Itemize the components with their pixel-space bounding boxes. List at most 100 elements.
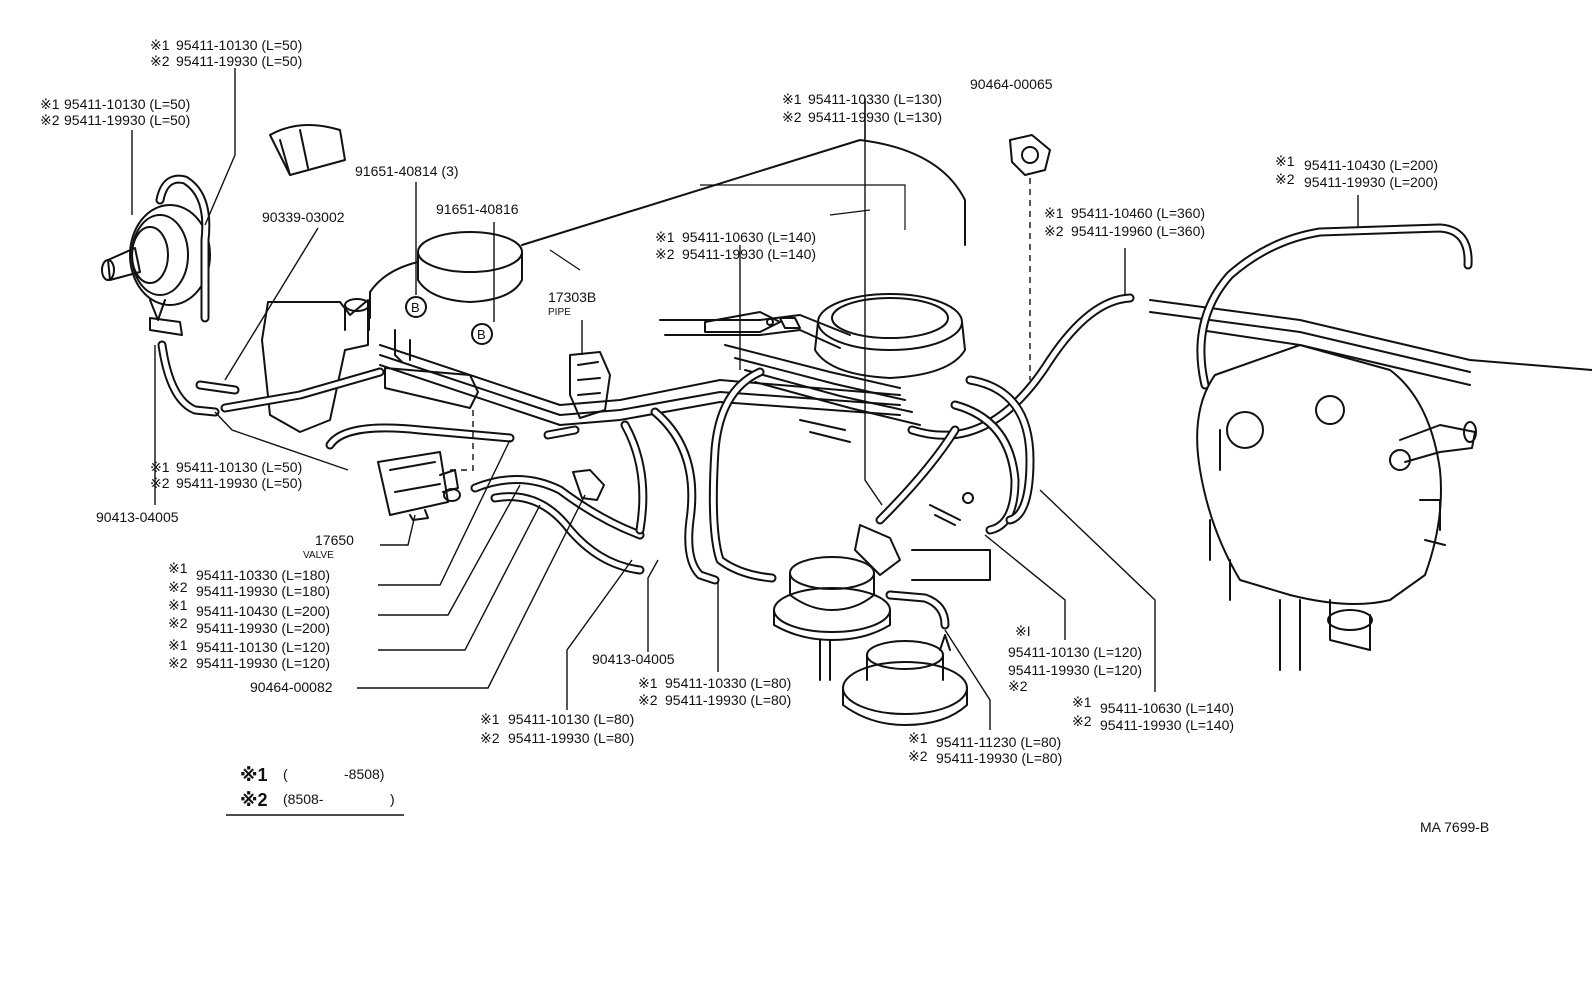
note-mark-2: ※2 <box>168 615 188 631</box>
callout-part-number: 95411-19930 (L=180) <box>196 583 330 599</box>
hose-l80-a <box>620 420 648 535</box>
callout-part-number: 95411-10130 (L=120) <box>1008 644 1142 660</box>
intake-manifold <box>379 311 921 426</box>
note-mark-2: ※2 <box>638 692 658 708</box>
note-mark-1: ※1 <box>150 459 170 475</box>
note-mark-1: ※1 <box>40 96 60 112</box>
callout-90413-04005-mid: 90413-04005 <box>592 651 675 667</box>
left-housing-block <box>261 298 370 433</box>
callout-part-number: 95411-19930 (L=50) <box>176 475 302 491</box>
note-mark-1-script: ※I <box>1015 623 1031 639</box>
vacuum-hoses <box>155 174 1473 630</box>
note-mark-2: ※2 <box>480 730 500 746</box>
callout-part-number: 95411-19930 (L=50) <box>64 112 190 128</box>
b-marker-right: B <box>471 323 493 345</box>
callout-part-number: 95411-19960 (L=360) <box>1071 223 1205 239</box>
callout-part-number: 95411-19930 (L=80) <box>665 692 791 708</box>
callout-part-number: 95411-10630 (L=140) <box>682 229 816 245</box>
note-mark-1: ※1 <box>1072 694 1092 710</box>
callout-part-number: 95411-19930 (L=200) <box>196 620 330 636</box>
note-mark-2: ※2 <box>908 748 928 764</box>
vacuum-modulator <box>101 124 346 321</box>
callout-90464-00065: 90464-00065 <box>970 76 1053 92</box>
callout-l200-a: ※1 95411-10430 (L=200) ※2 95411-19930 (L… <box>1275 153 1438 190</box>
callout-l80-c: ※1 95411-11230 (L=80) ※2 95411-19930 (L=… <box>908 730 1062 766</box>
callout-l140-a: ※1 95411-10630 (L=140) ※2 95411-19930 (L… <box>655 229 816 262</box>
leader-lines <box>131 68 1359 730</box>
callout-pipe-label: PIPE <box>548 307 571 318</box>
legend-mark-1: ※1 <box>240 765 268 785</box>
callout-l360: ※1 95411-10460 (L=360) ※2 95411-19960 (L… <box>1044 205 1205 239</box>
diaphragm-actuator-2 <box>842 634 968 726</box>
callout-part-number: 95411-19930 (L=120) <box>196 655 330 671</box>
note-mark-2: ※2 <box>150 475 170 491</box>
note-mark-2: ※2 <box>1275 171 1295 187</box>
hose-pipe-lines <box>195 367 580 440</box>
note-mark-2: ※2 <box>150 53 170 69</box>
callout-part-number: 95411-10330 (L=180) <box>196 567 330 583</box>
hose-l80-c <box>885 590 950 630</box>
note-mark-1: ※1 <box>638 675 658 691</box>
callout-l130: ※1 95411-10330 (L=130) ※2 95411-19930 (L… <box>782 91 942 125</box>
callout-part-number: 95411-10130 (L=80) <box>508 711 634 727</box>
callout-part-number: 95411-19930 (L=200) <box>1304 174 1438 190</box>
note-mark-1: ※1 <box>150 37 170 53</box>
hose-clip-mid <box>572 469 605 501</box>
callout-part-number: 95411-19930 (L=130) <box>808 109 942 125</box>
legend-row2-range: (8508- <box>283 791 324 807</box>
callout-91651-40816: 91651-40816 <box>436 201 519 217</box>
callout-part-number: 95411-10130 (L=50) <box>176 459 302 475</box>
b-marker-right-label: B <box>477 327 486 342</box>
hose-l200-top-right <box>1196 223 1473 390</box>
hose-l50-left-lower <box>157 340 220 417</box>
callout-top-left: ※1 95411-10130 (L=50) ※2 95411-19930 (L=… <box>150 37 302 69</box>
note-mark-2: ※2 <box>168 579 188 595</box>
callout-part-number: 95411-10330 (L=80) <box>665 675 791 691</box>
legend-row1-open: ( <box>283 766 288 782</box>
figure-id: MA 7699-B <box>1420 819 1489 835</box>
hose-l120-right <box>950 400 1020 535</box>
diaphragm-actuator-1 <box>773 556 891 681</box>
callout-17650: 17650 <box>315 532 354 548</box>
callout-part-number: 95411-10460 (L=360) <box>1071 205 1205 221</box>
note-mark-1: ※1 <box>168 597 188 613</box>
callout-part-number: 95411-10130 (L=120) <box>196 639 330 655</box>
hose-l130 <box>875 425 960 525</box>
note-mark-1: ※1 <box>1044 205 1064 221</box>
legend-mark-2: ※2 <box>240 790 268 810</box>
note-mark-2: ※2 <box>655 246 675 262</box>
hose-l80-b <box>650 407 720 585</box>
hose-l200-lower <box>470 475 645 540</box>
callout-part-number: 95411-10430 (L=200) <box>1304 157 1438 173</box>
engine-linework <box>101 124 1592 726</box>
small-fittings <box>149 317 991 581</box>
legend-row1-range: -8508) <box>344 766 384 782</box>
callout-90464-00082: 90464-00082 <box>250 679 333 695</box>
callout-valve-label: VALVE <box>303 550 334 561</box>
callout-90339-03002: 90339-03002 <box>262 209 345 225</box>
callout-l120-a: ※I 95411-10130 (L=120) 95411-19930 (L=12… <box>1008 623 1142 694</box>
callout-part-number: 95411-10130 (L=50) <box>176 37 302 53</box>
note-mark-1: ※1 <box>782 91 802 107</box>
callout-part-number: 95411-10330 (L=130) <box>808 91 942 107</box>
callout-l80-a: ※1 95411-10130 (L=80) ※2 95411-19930 (L=… <box>480 711 634 746</box>
note-mark-1: ※1 <box>655 229 675 245</box>
callout-part-number: 95411-19930 (L=120) <box>1008 662 1142 678</box>
air-cleaner-housing <box>369 139 966 319</box>
note-mark-1: ※1 <box>168 560 188 576</box>
hose-l140-right <box>965 375 1035 525</box>
callout-part-number: 95411-19930 (L=50) <box>176 53 302 69</box>
callout-stack-left: ※1 95411-10330 (L=180) ※2 95411-19930 (L… <box>168 560 330 671</box>
callout-left-modulator: ※1 95411-10130 (L=50) ※2 95411-19930 (L=… <box>40 96 190 128</box>
callout-l80-b: ※1 95411-10330 (L=80) ※2 95411-19930 (L=… <box>638 675 791 708</box>
right-engine-housing <box>1149 299 1592 671</box>
valve-bracket <box>384 329 479 409</box>
callout-part-number: 95411-19930 (L=140) <box>682 246 816 262</box>
hose-l140-center <box>708 367 777 583</box>
callout-part-number: 95411-11230 (L=80) <box>936 734 1061 750</box>
b-marker-left: B <box>405 296 427 318</box>
callout-l140-b: ※1 95411-10630 (L=140) ※2 95411-19930 (L… <box>1072 694 1234 733</box>
callout-part-number: 95411-19930 (L=80) <box>508 730 634 746</box>
note-mark-2: ※2 <box>1044 223 1064 239</box>
